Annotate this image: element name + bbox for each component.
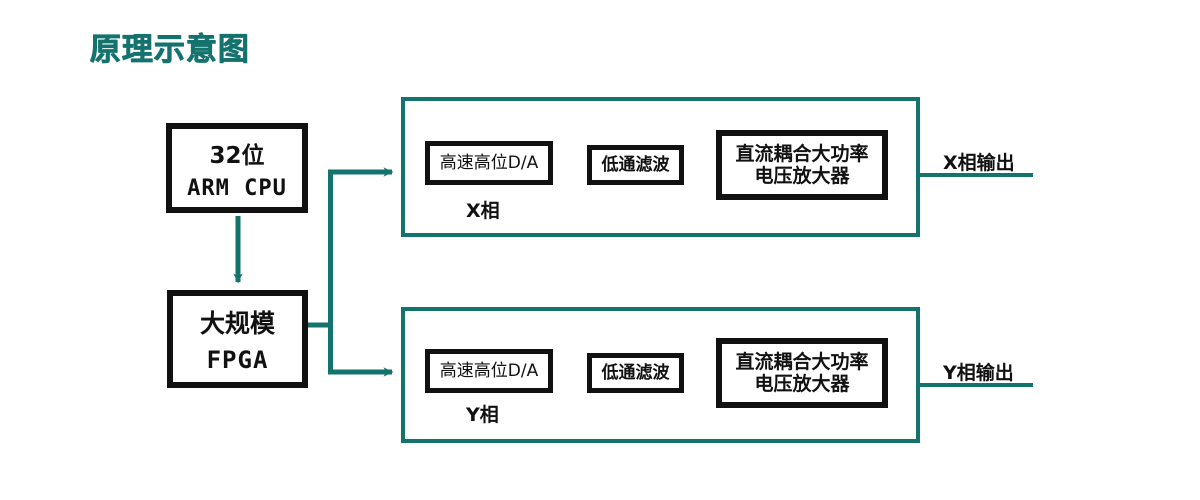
phase-y-lowpass-label: 低通滤波 [601,362,670,383]
phase-y-label: Y相 [466,404,499,426]
phase-y-output-label: Y相输出 [943,362,1014,384]
phase-y-dac-block[interactable]: 高速高位D/A [425,349,553,393]
phase-y-dac-label: 高速高位D/A [439,360,539,381]
cpu-block[interactable]: 32位 ARM CPU [166,123,308,213]
phase-x-amplifier-line1: 直流耦合大功率 [735,142,869,165]
phase-x-amplifier-block[interactable]: 直流耦合大功率 电压放大器 [716,130,888,200]
phase-y-amplifier-line1: 直流耦合大功率 [735,350,869,373]
phase-y-lowpass-block[interactable]: 低通滤波 [587,353,684,393]
cpu-label-line2: ARM CPU [187,175,287,201]
fpga-block[interactable]: 大规模 FPGA [167,290,308,388]
phase-x-dac-label: 高速高位D/A [439,152,539,173]
fpga-label-line2: FPGA [206,346,269,374]
fpga-label-line1: 大规模 [199,309,275,338]
phase-x-label: X相 [466,200,500,222]
phase-x-lowpass-label: 低通滤波 [601,154,670,175]
phase-x-amplifier-line2: 电压放大器 [754,165,850,187]
phase-y-amplifier-line2: 电压放大器 [754,373,850,395]
phase-x-lowpass-block[interactable]: 低通滤波 [587,145,684,185]
cpu-label-line1: 32位 [209,142,265,169]
phase-y-amplifier-block[interactable]: 直流耦合大功率 电压放大器 [716,338,888,408]
phase-x-dac-block[interactable]: 高速高位D/A [425,141,553,185]
page-title: 原理示意图 [90,32,250,67]
phase-x-output-label: X相输出 [943,152,1015,174]
